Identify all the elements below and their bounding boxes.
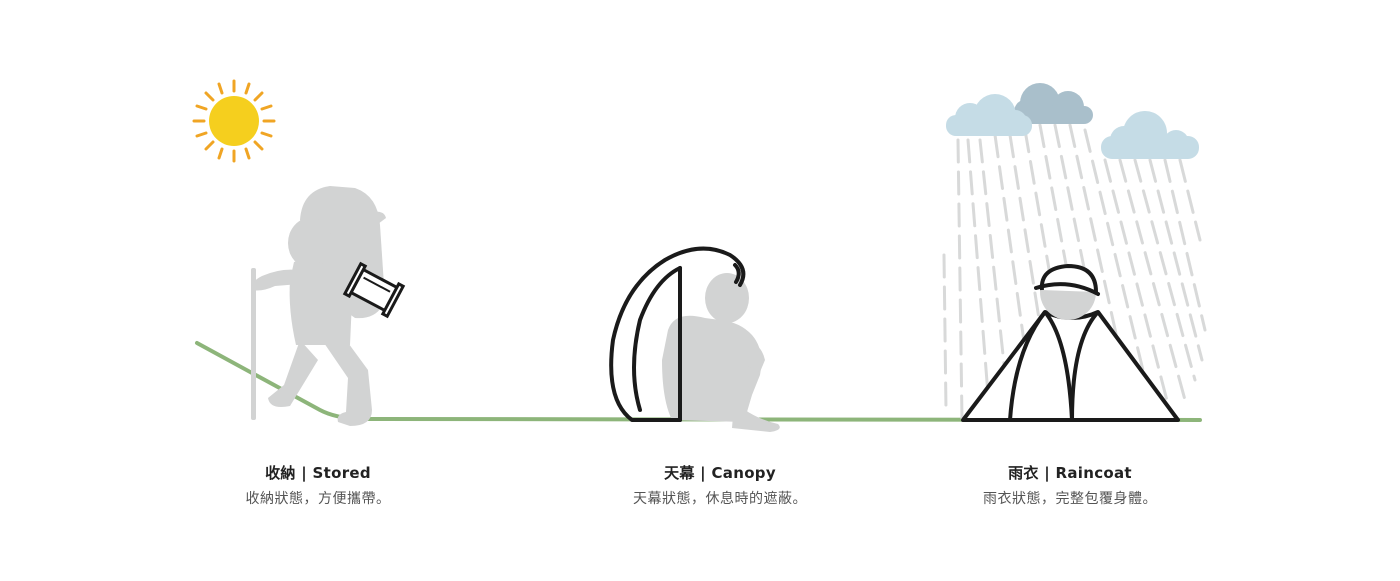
caption-canopy: 天幕 | Canopy 天幕狀態，休息時的遮蔽。 xyxy=(570,462,870,509)
raincoat-figure xyxy=(961,263,1180,422)
caption-title: 收納 | Stored xyxy=(265,464,371,482)
caption-description: 天幕狀態，休息時的遮蔽。 xyxy=(633,491,807,507)
cloud-icon xyxy=(1013,83,1093,125)
caption-stored: 收納 | Stored 收納狀態，方便攜帶。 xyxy=(168,462,468,509)
caption-title: 天幕 | Canopy xyxy=(664,464,776,482)
cloud-icon xyxy=(946,94,1032,136)
sun-icon xyxy=(192,79,276,163)
clouds xyxy=(946,83,1199,159)
caption-raincoat: 雨衣 | Raincoat 雨衣狀態，完整包覆身體。 xyxy=(920,462,1220,509)
seated-person-silhouette xyxy=(662,273,780,432)
stored-roll-icon xyxy=(342,261,406,319)
caption-description: 收納狀態，方便攜帶。 xyxy=(245,491,391,507)
hiker-silhouette xyxy=(251,186,386,426)
caption-title: 雨衣 | Raincoat xyxy=(1008,464,1132,482)
canopy-shelter xyxy=(609,246,780,432)
cloud-icon xyxy=(1101,111,1199,159)
caption-description: 雨衣狀態，完整包覆身體。 xyxy=(983,491,1157,507)
